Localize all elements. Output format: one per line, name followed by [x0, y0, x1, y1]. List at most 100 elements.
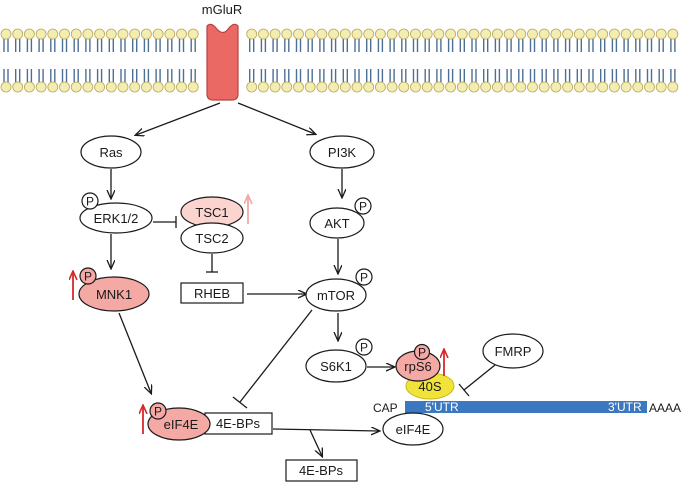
- lipid-head: [386, 81, 398, 93]
- tsc2-label: TSC2: [195, 231, 228, 246]
- lipid-tail: [447, 39, 454, 82]
- lipid-head: [609, 81, 620, 93]
- mnk1-label: MNK1: [96, 287, 132, 302]
- lipid-head: [94, 28, 105, 40]
- lipid-head: [117, 81, 129, 93]
- lipid-head: [94, 81, 105, 93]
- akt-phospho: [354, 197, 372, 215]
- lipid-head: [456, 28, 468, 40]
- lipid-head: [129, 81, 141, 93]
- lipid-head: [23, 28, 35, 40]
- 4ebps-free-box: [285, 459, 358, 482]
- 4ebps-free-label: 4E-BPs: [299, 463, 344, 478]
- arrow-mglur-pi3k: [237, 102, 315, 134]
- ras-node: [80, 135, 142, 169]
- cap-label: CAP: [373, 401, 398, 415]
- lipid-head: [35, 81, 47, 93]
- lipid-head: [410, 28, 421, 40]
- lipid-head: [480, 81, 492, 93]
- 4ebps-bound-label: 4E-BPs: [216, 416, 261, 431]
- mglur-receptor: [206, 23, 239, 101]
- rheb-box: [180, 282, 244, 304]
- lipid-tail: [284, 39, 290, 82]
- lipid-tail: [178, 39, 185, 82]
- lipid-tail: [646, 39, 653, 82]
- lipid-head: [304, 81, 316, 93]
- lipid-tail: [272, 39, 278, 82]
- lipid-tail: [295, 39, 302, 82]
- lipid-head: [421, 81, 433, 93]
- lipid-head: [105, 81, 117, 93]
- eif4e-free-node: [382, 412, 444, 446]
- lipid-head: [456, 81, 468, 93]
- lipid-head: [445, 28, 457, 40]
- lipid-head: [281, 28, 293, 40]
- lipid-tail: [3, 39, 9, 82]
- arrow-mglur-ras: [136, 102, 221, 135]
- tsc2-node: [180, 222, 244, 254]
- arrow-complex-4ebps: [309, 429, 322, 456]
- lipid-head: [35, 28, 47, 40]
- lipid-head: [538, 81, 550, 93]
- eif4e-phospho: [149, 402, 167, 420]
- lipid-head: [70, 81, 82, 93]
- pi3k-node: [309, 135, 375, 169]
- lipid-head: [374, 28, 386, 40]
- lipid-tail: [377, 39, 384, 82]
- lipid-tail: [319, 39, 325, 82]
- lipid-tail: [553, 39, 559, 82]
- lipid-head: [105, 28, 117, 40]
- lipid-head: [550, 81, 562, 93]
- lipid-head: [515, 81, 527, 93]
- mtor-label: mTOR: [317, 288, 355, 303]
- lipid-head: [644, 81, 655, 93]
- mtor-phospho: [355, 268, 373, 286]
- lipid-tail: [96, 39, 103, 82]
- lipid-head: [527, 28, 538, 40]
- inhibit-mtor-4ebp: [239, 309, 313, 403]
- lipid-head: [129, 28, 141, 40]
- lipid-tail: [73, 39, 79, 82]
- lipid-tail: [155, 39, 161, 82]
- lipid-tail: [600, 39, 606, 82]
- lipid-tail: [412, 39, 419, 82]
- lipid-tail: [167, 39, 173, 82]
- mglur-label: mGluR: [202, 2, 242, 17]
- lipid-head: [609, 28, 620, 40]
- erk-phospho: [81, 192, 99, 210]
- lipid-tail: [436, 39, 442, 82]
- lipid-head: [398, 28, 410, 40]
- lipid-tail: [541, 39, 547, 82]
- lipid-tail: [529, 39, 536, 82]
- cell-membrane: [0, 28, 679, 93]
- lipid-tail: [494, 39, 501, 82]
- lipid-head: [491, 28, 503, 40]
- lipid-tail: [424, 39, 430, 82]
- lipid-head: [59, 81, 70, 93]
- lipid-head: [550, 28, 562, 40]
- lipid-head: [585, 81, 597, 93]
- lipid-head: [0, 81, 12, 93]
- lipid-head: [164, 28, 176, 40]
- lipid-head: [339, 81, 351, 93]
- lipid-head: [82, 28, 94, 40]
- lipid-head: [293, 81, 304, 93]
- lipid-head: [70, 28, 82, 40]
- mnk1-phospho: [79, 267, 97, 285]
- erk-phospho-label: P: [86, 195, 94, 209]
- lipid-head: [632, 81, 644, 93]
- lipid-tail: [190, 39, 196, 82]
- pi3k-label: PI3K: [328, 145, 357, 160]
- lipid-head: [632, 28, 644, 40]
- erk-node: [79, 202, 153, 234]
- lipid-head: [0, 28, 12, 40]
- lipid-tail: [611, 39, 618, 82]
- s6k1-phospho-label: P: [360, 341, 368, 355]
- lipid-head: [316, 81, 328, 93]
- utr3-label: 3'UTR: [608, 400, 642, 414]
- lipid-head: [527, 81, 538, 93]
- lipid-head: [538, 28, 550, 40]
- lipid-tail: [635, 39, 641, 82]
